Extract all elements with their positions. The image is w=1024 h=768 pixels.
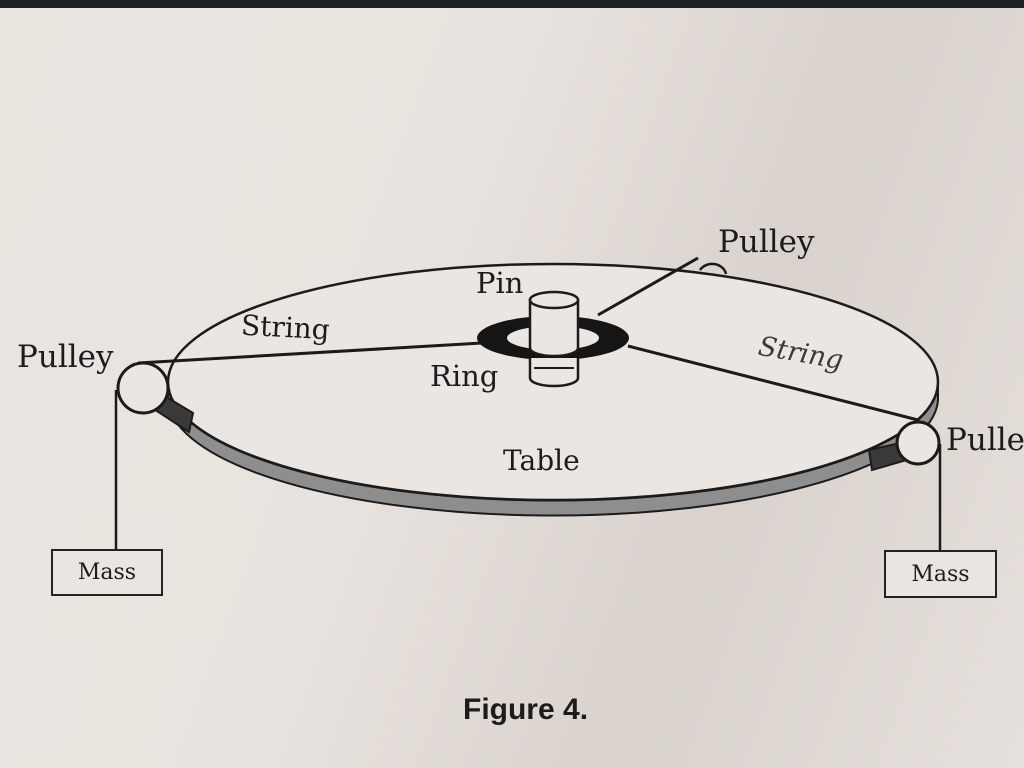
left-pulley-wheel <box>116 361 170 415</box>
pin-body <box>528 298 580 358</box>
top-pulley <box>698 262 728 275</box>
label-pin: Pin <box>476 266 524 300</box>
background-edge <box>0 0 1024 8</box>
label-table: Table <box>503 444 580 477</box>
mass-left: Mass <box>51 549 163 596</box>
right-pulley-wheel <box>895 420 941 466</box>
pin-lower-body <box>528 358 580 388</box>
string-left-line <box>137 341 483 365</box>
mass-right: Mass <box>884 550 997 598</box>
pin-top <box>528 290 580 310</box>
string-right-line <box>627 344 919 422</box>
label-ring: Ring <box>430 359 499 393</box>
label-pulley-top: Pulley <box>718 224 815 260</box>
label-string-left: String <box>240 308 331 347</box>
label-pulley-left: Pulley <box>17 339 114 375</box>
label-pulley-right: Pulle <box>946 422 1024 458</box>
figure-caption: Figure 4. <box>463 693 589 726</box>
pulley-top-leader <box>597 256 699 317</box>
